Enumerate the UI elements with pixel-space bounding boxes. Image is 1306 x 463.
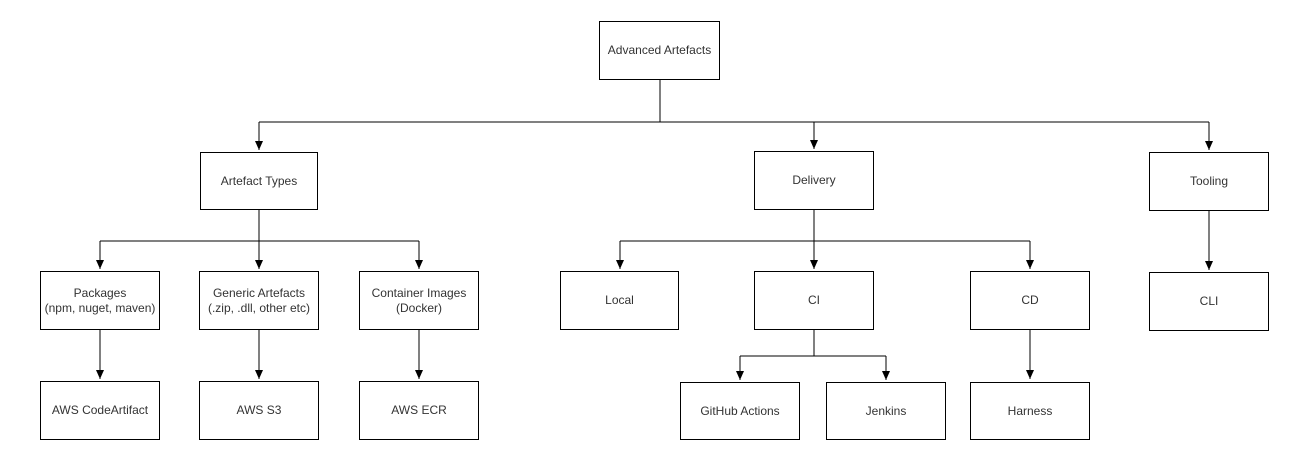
node-label: AWS ECR	[391, 403, 447, 417]
node-label: AWS CodeArtifact	[51, 403, 149, 417]
node-generic-artefacts[interactable]: Generic Artefacts (.zip, .dll, other etc…	[199, 271, 319, 330]
node-label: Packages	[73, 285, 127, 300]
node-sublabel: (.zip, .dll, other etc)	[207, 300, 311, 315]
node-aws-codeartifact[interactable]: AWS CodeArtifact	[40, 381, 160, 440]
node-label: Local	[605, 293, 634, 307]
node-label: CLI	[1199, 294, 1219, 308]
node-local[interactable]: Local	[560, 271, 679, 330]
node-label: Tooling	[1189, 174, 1229, 188]
node-harness[interactable]: Harness	[970, 382, 1090, 440]
node-cd[interactable]: CD	[970, 271, 1090, 330]
node-label: AWS S3	[236, 403, 282, 417]
node-label: GitHub Actions	[700, 403, 780, 418]
node-github-actions[interactable]: GitHub Actions	[680, 382, 800, 440]
node-artefact-types[interactable]: Artefact Types	[200, 152, 318, 210]
node-label: CD	[1021, 293, 1039, 307]
node-label: Generic Artefacts	[212, 285, 306, 300]
node-label: Jenkins	[865, 403, 907, 418]
node-cli[interactable]: CLI	[1149, 272, 1269, 331]
node-label: CI	[808, 293, 820, 307]
node-tooling[interactable]: Tooling	[1149, 152, 1269, 211]
node-aws-ecr[interactable]: AWS ECR	[359, 381, 479, 440]
node-label: Artefact Types	[220, 173, 298, 188]
node-advanced-artefacts[interactable]: Advanced Artefacts	[599, 21, 720, 80]
node-label: Harness	[1007, 403, 1053, 418]
node-container-images[interactable]: Container Images (Docker)	[359, 271, 479, 330]
node-label: Delivery	[792, 173, 836, 187]
node-ci[interactable]: CI	[754, 271, 874, 330]
node-sublabel: (Docker)	[395, 300, 442, 315]
node-aws-s3[interactable]: AWS S3	[199, 381, 319, 440]
node-label: Advanced Artefacts	[607, 43, 712, 57]
node-delivery[interactable]: Delivery	[754, 151, 874, 210]
node-label: Container Images	[371, 285, 467, 300]
node-jenkins[interactable]: Jenkins	[826, 382, 946, 440]
node-packages[interactable]: Packages (npm, nuget, maven)	[40, 271, 160, 330]
node-sublabel: (npm, nuget, maven)	[44, 300, 156, 315]
